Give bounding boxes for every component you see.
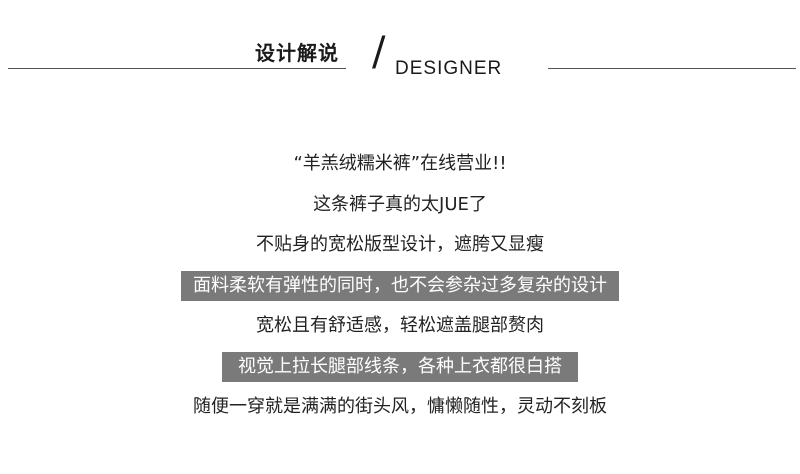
section-title-english: DESIGNER xyxy=(395,58,503,79)
title-slash-divider: / xyxy=(372,29,386,75)
description-line: “羊羔绒糯米裤”在线营业!! xyxy=(0,144,800,185)
description-line: 宽松且有舒适感，轻松遮盖腿部赘肉 xyxy=(0,306,800,347)
description-text: 不贴身的宽松版型设计，遮胯又显瘦 xyxy=(256,234,544,256)
description-line-highlighted: 视觉上拉长腿部线条，各种上衣都很白搭 xyxy=(0,347,800,388)
description-text: 这条裤子真的太JUE了 xyxy=(313,193,487,215)
description-lines: “羊羔绒糯米裤”在线营业!! 这条裤子真的太JUE了 不贴身的宽松版型设计，遮胯… xyxy=(0,144,800,428)
header-rule-right xyxy=(548,68,796,69)
description-line: 随便一穿就是满满的街头风，慵懒随性，灵动不刻板 xyxy=(0,387,800,428)
description-line: 这条裤子真的太JUE了 xyxy=(0,185,800,226)
section-title-chinese: 设计解说 xyxy=(255,41,339,65)
description-text-highlighted: 面料柔软有弹性的同时，也不会参杂过多复杂的设计 xyxy=(181,270,619,301)
description-text: “羊羔绒糯米裤”在线营业!! xyxy=(293,153,507,175)
header-rule-left xyxy=(8,68,346,69)
description-line-highlighted: 面料柔软有弹性的同时，也不会参杂过多复杂的设计 xyxy=(0,266,800,307)
description-line: 不贴身的宽松版型设计，遮胯又显瘦 xyxy=(0,225,800,266)
description-text-highlighted: 视觉上拉长腿部线条，各种上衣都很白搭 xyxy=(222,351,578,382)
description-text: 随便一穿就是满满的街头风，慵懒随性，灵动不刻板 xyxy=(193,396,607,418)
description-text: 宽松且有舒适感，轻松遮盖腿部赘肉 xyxy=(256,315,544,337)
